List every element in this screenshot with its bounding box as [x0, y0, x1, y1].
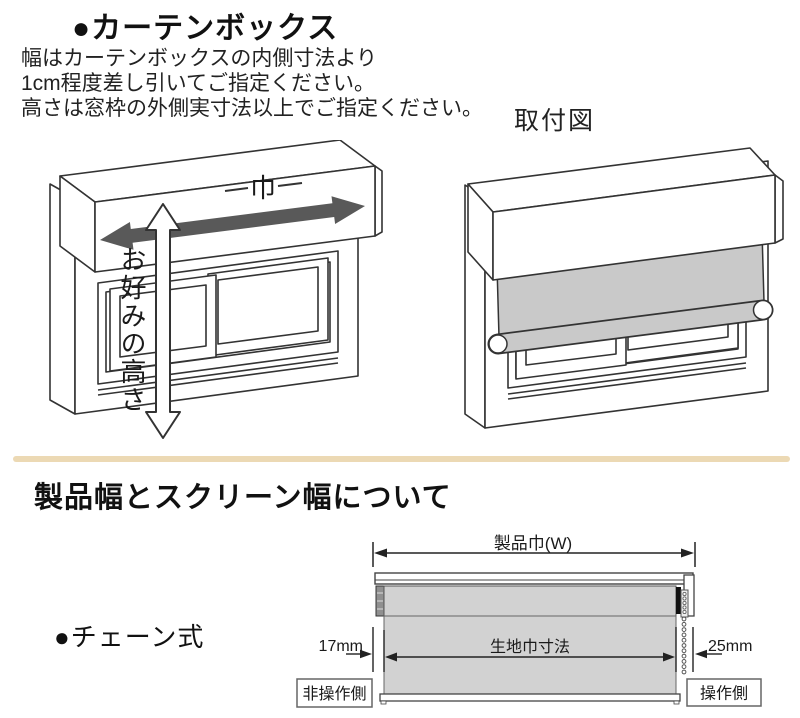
product-width-label: 製品巾(W)	[494, 534, 572, 553]
non-operation-side-label: 非操作側	[302, 685, 366, 703]
description-line-1: 幅はカーテンボックスの内側寸法より	[21, 47, 377, 70]
operation-side-label: 操作側	[700, 685, 748, 703]
installation-diagram	[464, 147, 784, 429]
operation-side-box	[686, 678, 762, 707]
right-offset-arrowhead	[695, 649, 707, 659]
left-offset-arrowhead	[360, 649, 372, 659]
roller-end-bar	[676, 587, 681, 614]
chain-unit-beads	[682, 592, 687, 615]
section-divider	[13, 456, 790, 462]
description-line-2: 1cm程度差し引いてご指定ください。	[21, 72, 376, 95]
bottom-bar-end-right	[673, 700, 680, 705]
curtain-box	[467, 147, 784, 281]
curtain-box-front-face	[492, 174, 776, 281]
arrowhead-left	[385, 652, 397, 662]
width-label-dash-left	[224, 187, 249, 192]
roller-end-cap-left	[488, 334, 508, 354]
head-rail	[374, 572, 694, 585]
height-arrow	[145, 203, 181, 439]
section-product-width-heading: 製品幅とスクリーン幅について	[34, 482, 452, 514]
bottom-bar-end-left	[380, 700, 387, 705]
height-label: お好みの高さ	[117, 246, 147, 414]
chain-type-dimension-diagram: 製品巾(W) 生地巾寸法 17mm 25mm 非操作側	[296, 534, 762, 708]
installation-diagram-label: 取付図	[514, 107, 596, 135]
arrowhead-right	[681, 548, 694, 558]
width-label-dash-right	[277, 182, 303, 187]
arrowhead-left	[374, 548, 387, 558]
rolled-fabric	[383, 585, 677, 617]
window-sill-line	[97, 357, 339, 391]
window-sill-line	[97, 362, 339, 396]
measurement-diagram: 巾	[49, 140, 383, 439]
window-sill-line	[507, 367, 747, 400]
arrowhead-right	[663, 652, 675, 662]
width-label: 巾	[250, 173, 276, 203]
right-offset-label: 25mm	[708, 638, 752, 655]
operation-chain	[681, 616, 687, 675]
window-sill-line	[507, 362, 747, 395]
window-left-glass	[119, 284, 207, 358]
fabric-width-label: 生地巾寸法	[490, 638, 570, 656]
bottom-bar	[379, 693, 681, 702]
product-width-dimension	[372, 542, 696, 567]
fabric-panel	[383, 615, 677, 695]
chain-type-label: ●チェーン式	[54, 622, 205, 652]
curtain-box-end-face	[374, 165, 383, 237]
roller-tube	[489, 301, 772, 353]
description-line-3: 高さは窓枠の外側実寸法以上でご指定ください。	[21, 97, 483, 120]
left-bracket-detail	[377, 592, 383, 610]
section-curtain-box-heading: ●カーテンボックス	[72, 12, 339, 45]
non-operation-side-box	[296, 678, 373, 708]
window-right-glass	[217, 266, 319, 345]
curtain-box-description: 幅はカーテンボックスの内側寸法より 1cm程度差し引いてご指定ください。 高さは…	[21, 46, 483, 121]
fabric-width-dimension	[372, 627, 694, 672]
curtain-box-end-face	[774, 174, 784, 244]
left-offset-label: 17mm	[319, 638, 363, 655]
roller-end-cap-right	[752, 299, 774, 321]
